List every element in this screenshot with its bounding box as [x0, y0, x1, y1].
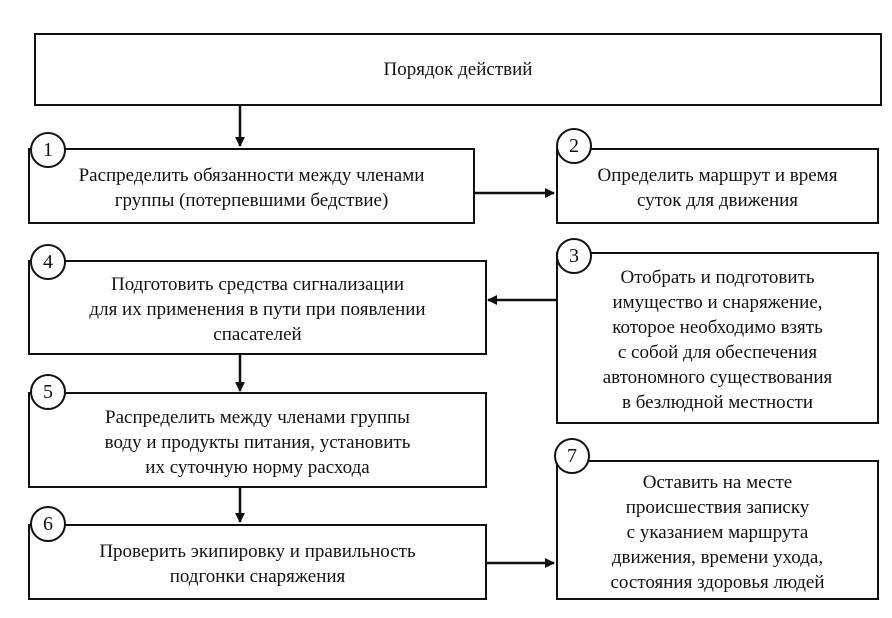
step-3-number: 3 — [556, 238, 592, 274]
step-4-number: 4 — [30, 244, 66, 280]
step-7-text: Оставить на месте происшествия записку с… — [610, 471, 825, 593]
step-5-box: Распределить между членами группы воду и… — [28, 392, 487, 488]
step-1-text: Распределить обязанности между членами г… — [78, 165, 425, 211]
step-2-number: 2 — [556, 128, 592, 164]
step-3-text: Отобрать и подготовить имущество и снаря… — [602, 267, 833, 413]
step-6-box: Проверить экипировку и правильность подг… — [28, 524, 487, 600]
step-7-box: Оставить на месте происшествия записку с… — [556, 460, 879, 600]
title-text: Порядок действий — [383, 59, 533, 80]
step-6-number: 6 — [30, 506, 66, 542]
step-4-box: Подготовить средства сигнализации для их… — [28, 260, 487, 355]
step-5-number: 5 — [30, 374, 66, 410]
step-3-box: Отобрать и подготовить имущество и снаря… — [556, 252, 879, 424]
step-7-number: 7 — [554, 438, 590, 474]
step-1-box: Распределить обязанности между членами г… — [28, 148, 475, 224]
step-1-number: 1 — [30, 132, 66, 168]
step-4-text: Подготовить средства сигнализации для их… — [89, 274, 426, 345]
step-2-text: Определить маршрут и время суток для дви… — [597, 165, 838, 211]
step-5-text: Распределить между членами группы воду и… — [104, 406, 411, 478]
title-box: Порядок действий — [34, 33, 882, 106]
step-6-text: Проверить экипировку и правильность подг… — [99, 541, 416, 587]
step-2-box: Определить маршрут и время суток для дви… — [556, 148, 879, 224]
